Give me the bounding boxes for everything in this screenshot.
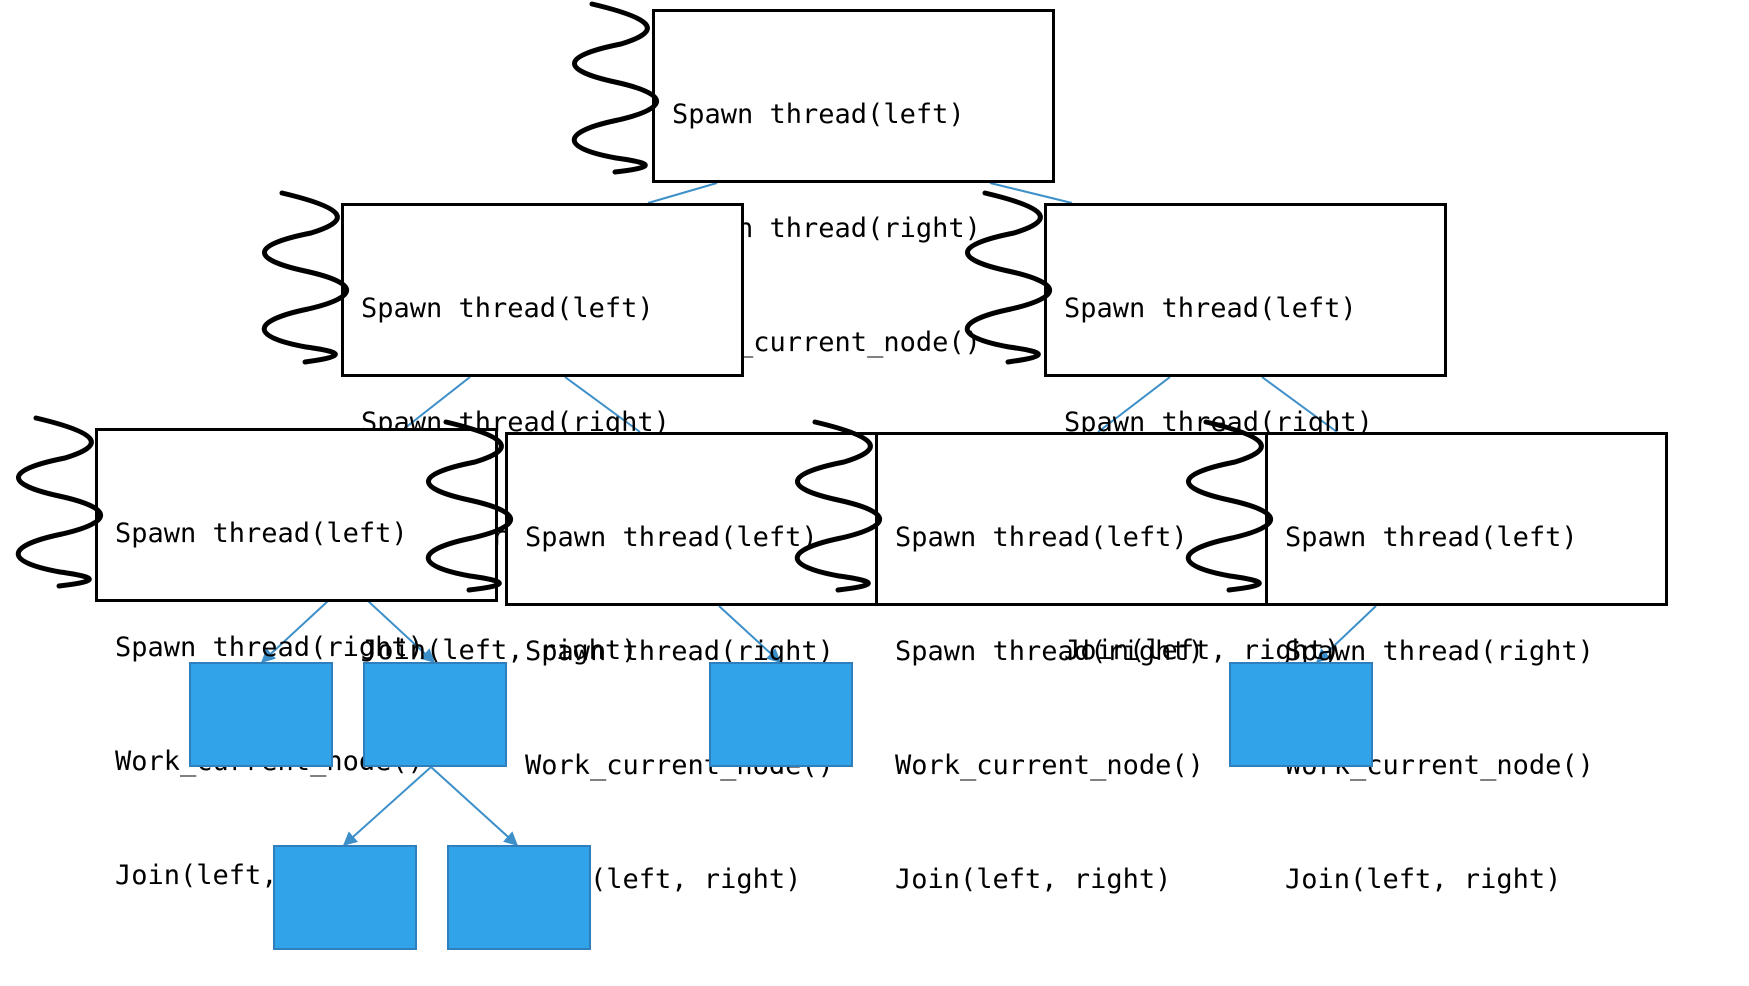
code-line-join: Join(left, right) <box>361 635 638 666</box>
code-line-spawn-right: Spawn thread(right) <box>1285 636 1594 667</box>
code-box-level3-1: Spawn thread(left) Spawn thread(right) W… <box>95 428 498 891</box>
code-line-work-current-node: Work_current_node() <box>895 750 1204 781</box>
code-line-spawn-left: Spawn thread(left) <box>1285 522 1578 553</box>
code-line-join: Join(left, right) <box>895 864 1172 895</box>
code-line-spawn-left: Spawn thread(left) <box>1064 293 1357 324</box>
link-root-to-left-child <box>647 182 718 204</box>
link-mid-right-to-box-3 <box>1097 376 1171 433</box>
code-line-join: Join(left, right) <box>1064 635 1341 666</box>
arrow-node-2-to-node-6 <box>430 766 519 846</box>
code-box-level2-right: Spawn thread(left) Spawn thread(right) W… <box>1044 203 1447 666</box>
tree-node-1 <box>189 662 333 767</box>
link-mid-left-to-box-2 <box>564 376 641 433</box>
link-mid-left-to-box-1 <box>404 376 471 429</box>
tree-node-6 <box>447 845 591 950</box>
arrow-box-2-to-node-3 <box>718 605 782 663</box>
arrow-node-2-to-node-5 <box>342 766 432 846</box>
code-box-level2-left: Spawn thread(left) Spawn thread(right) W… <box>341 203 744 666</box>
tree-node-5 <box>273 845 417 950</box>
code-line-spawn-left: Spawn thread(left) <box>895 522 1188 553</box>
code-box-level3-3: Spawn thread(left) Spawn thread(right) W… <box>875 432 1269 895</box>
arrow-box-1-to-node-1 <box>260 600 329 663</box>
code-line-spawn-left: Spawn thread(left) <box>115 518 408 549</box>
arrow-box-1-to-node-2 <box>367 600 436 663</box>
arrow-box-4-to-node-4 <box>1315 605 1377 663</box>
code-line-spawn-right: Spawn thread(right) <box>115 632 424 663</box>
code-box-level3-2: Spawn thread(left) Spawn thread(right) W… <box>505 432 878 895</box>
tree-node-2 <box>363 662 507 767</box>
code-line-spawn-left: Spawn thread(left) <box>672 99 965 130</box>
code-box-root: Spawn thread(left) Spawn thread(right) W… <box>652 9 1055 472</box>
code-box-level3-4: Spawn thread(left) Spawn thread(right) W… <box>1265 432 1668 895</box>
code-line-spawn-left: Spawn thread(left) <box>525 522 818 553</box>
code-line-spawn-right: Spawn thread(right) <box>525 636 834 667</box>
code-line-join: Join(left, right) <box>1285 864 1562 895</box>
link-mid-right-to-box-4 <box>1261 376 1338 433</box>
code-line-spawn-left: Spawn thread(left) <box>361 293 654 324</box>
code-line-spawn-right: Spawn thread(right) <box>895 636 1204 667</box>
tree-node-3 <box>709 662 853 767</box>
tree-node-4 <box>1229 662 1373 767</box>
